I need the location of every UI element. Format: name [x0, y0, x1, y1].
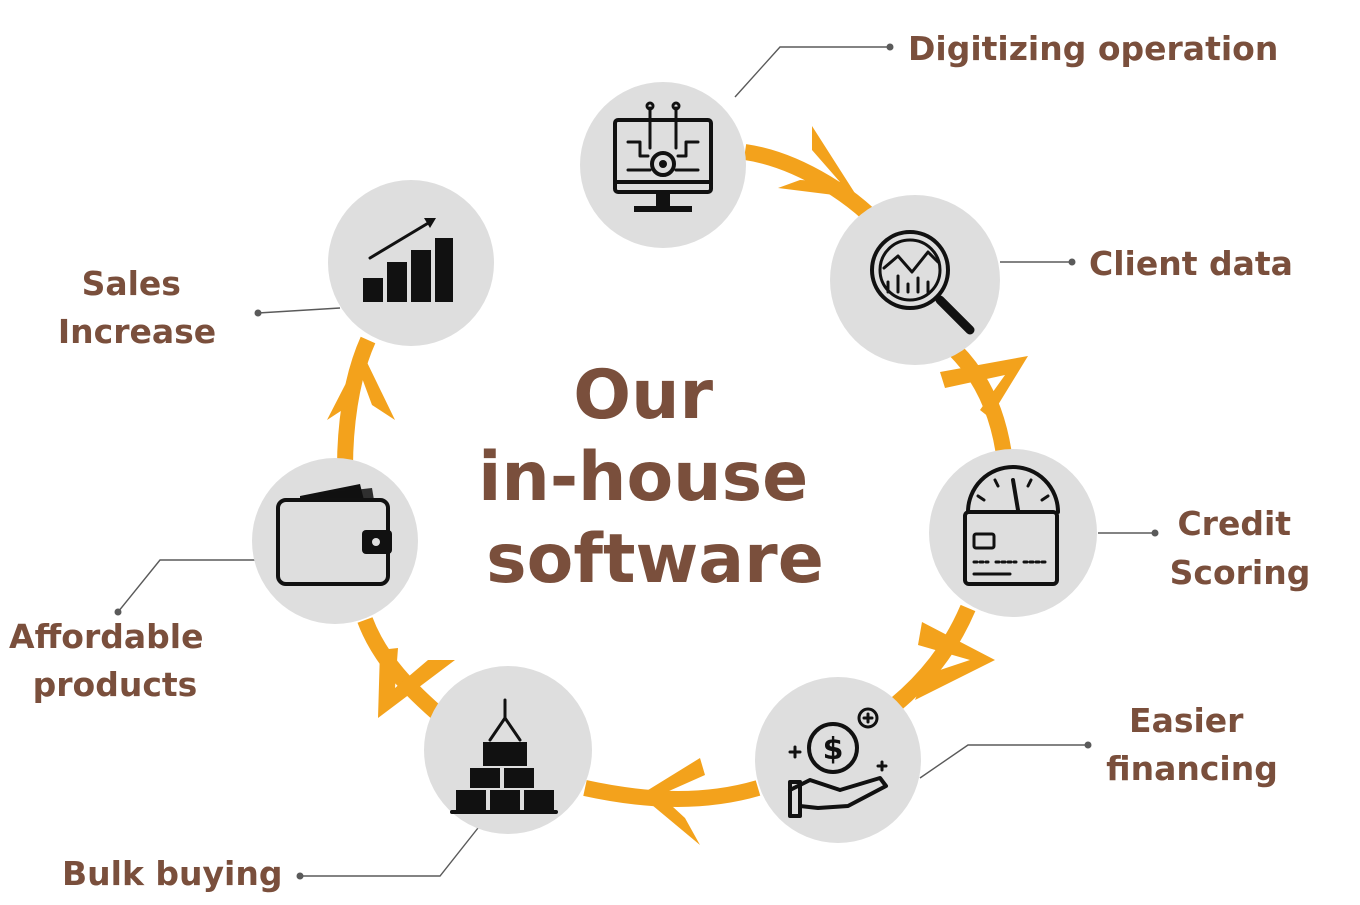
arrow-chevron-1 — [778, 126, 858, 198]
step-node-digitizing — [580, 82, 746, 248]
wallet-icon — [276, 484, 392, 586]
leader-digitizing — [734, 46, 890, 98]
leader-dot-digitizing — [886, 43, 894, 51]
leader-lines — [114, 43, 1159, 880]
leader-bulk — [300, 827, 479, 877]
label-sales-line2: Increase — [58, 312, 216, 351]
step-node-client — [830, 195, 1000, 365]
data-magnifier-icon — [870, 230, 975, 335]
center-title-line2: in-house — [478, 438, 808, 517]
leader-affordable — [117, 559, 255, 613]
center-title: Our in-house software — [478, 356, 832, 599]
credit-gauge-icon — [963, 465, 1060, 586]
leader-dot-bulk — [296, 872, 304, 880]
ring-segment-3 — [889, 604, 976, 712]
leader-financing — [919, 744, 1088, 779]
label-affordable-line2: products — [33, 665, 198, 704]
leader-dot-credit — [1151, 529, 1159, 537]
step-node-bulk — [424, 666, 592, 834]
ring-segment-5 — [357, 617, 451, 727]
label-bulk: Bulk buying — [62, 854, 282, 893]
label-financing-line1: Easier — [1129, 701, 1244, 740]
money-hand-icon: $ — [788, 707, 888, 818]
label-sales-line1: Sales — [82, 264, 181, 303]
step-node-affordable — [252, 458, 418, 624]
leader-dot-financing — [1084, 741, 1092, 749]
label-credit-line2: Scoring — [1170, 553, 1311, 592]
center-title-line3: software — [486, 520, 824, 599]
label-credit-line1: Credit — [1177, 504, 1291, 543]
label-affordable-line1: Affordable — [9, 617, 203, 656]
arrow-chevron-5 — [378, 648, 455, 718]
cycle-ring — [327, 126, 1028, 845]
center-title-line1: Our — [573, 356, 713, 435]
leader-dot-affordable — [114, 608, 122, 616]
arrow-chevron-4 — [640, 758, 705, 845]
svg-text:$: $ — [823, 732, 844, 767]
computer-circuit-icon — [613, 101, 713, 212]
step-node-credit — [929, 449, 1097, 617]
leader-dot-client — [1068, 258, 1076, 266]
label-digitizing: Digitizing operation — [908, 29, 1278, 68]
leader-dot-sales — [254, 309, 262, 317]
leader-sales — [257, 307, 341, 314]
step-node-sales — [328, 180, 494, 346]
growth-chart-icon — [363, 218, 453, 302]
ring-segment-4 — [583, 780, 761, 807]
label-client: Client data — [1089, 244, 1293, 283]
stacked-boxes-crane-icon — [450, 698, 558, 814]
label-affordable: Affordable products — [9, 617, 215, 704]
arrow-chevron-3 — [915, 622, 995, 700]
arrow-chevron-2 — [940, 356, 1028, 418]
label-credit: Credit Scoring — [1170, 504, 1311, 592]
label-financing-line2: financing — [1106, 749, 1278, 788]
arrow-chevron-6 — [327, 352, 395, 420]
label-sales: Sales Increase — [58, 264, 216, 351]
step-node-financing: $ — [755, 677, 921, 843]
label-financing: Easier financing — [1106, 701, 1278, 788]
